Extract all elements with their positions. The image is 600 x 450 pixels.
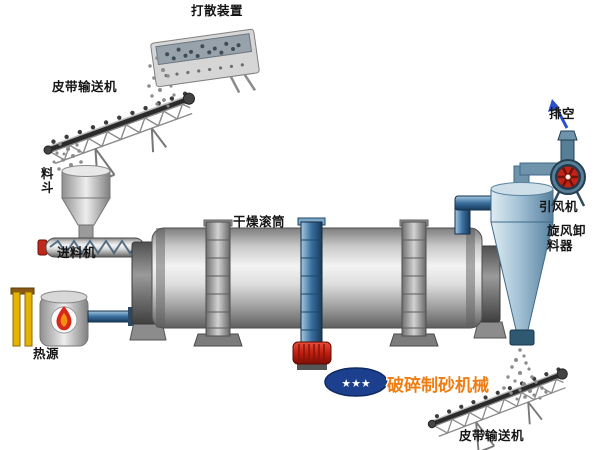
label-cyclone-discharger: 旋风卸料器 <box>547 223 587 253</box>
drying-drum <box>129 217 507 370</box>
heat-frame-post <box>12 291 21 347</box>
material-particles-cyclone <box>502 348 548 401</box>
label-heat-source: 热源 <box>33 346 60 361</box>
label-exhaust: 排空 <box>549 106 576 121</box>
label-belt-conveyor-top: 皮带输送机 <box>52 79 118 94</box>
exhaust-arrow-icon <box>548 99 569 129</box>
label-induced-draft-fan: 引风机 <box>539 199 579 214</box>
label-feeder: 进料机 <box>57 245 97 260</box>
material-particles-scatter <box>147 56 176 108</box>
cyclone-discharger <box>490 162 561 346</box>
label-drying-drum: 干燥滚筒 <box>233 214 286 229</box>
scatter-device <box>150 28 260 94</box>
heat-source <box>10 287 135 347</box>
drive-gear <box>292 341 332 365</box>
hot-air-pipe <box>87 310 135 323</box>
label-scatter-device: 打散装置 <box>191 3 244 18</box>
drum-support-station <box>389 219 439 347</box>
label-belt-conveyor-bottom: 皮带输送机 <box>459 428 525 443</box>
induced-draft-fan <box>550 130 586 207</box>
heat-frame-post <box>24 291 33 347</box>
cyclone-valve <box>509 329 535 346</box>
drum-drive <box>292 217 332 370</box>
cyclone-inlet-duct <box>454 195 498 235</box>
watermark: ★★★ 破碎制砂机械 <box>324 367 491 398</box>
drum-support-station <box>193 219 243 347</box>
label-hopper: 料斗 <box>41 166 55 196</box>
scatter-device-holes <box>165 41 241 61</box>
watermark-text: 破碎制砂机械 <box>387 375 489 396</box>
drum-discharge-chamber <box>479 245 501 323</box>
watermark-badge <box>324 367 388 397</box>
watermark-stars-icon: ★★★ <box>341 377 371 390</box>
hopper <box>61 165 111 240</box>
